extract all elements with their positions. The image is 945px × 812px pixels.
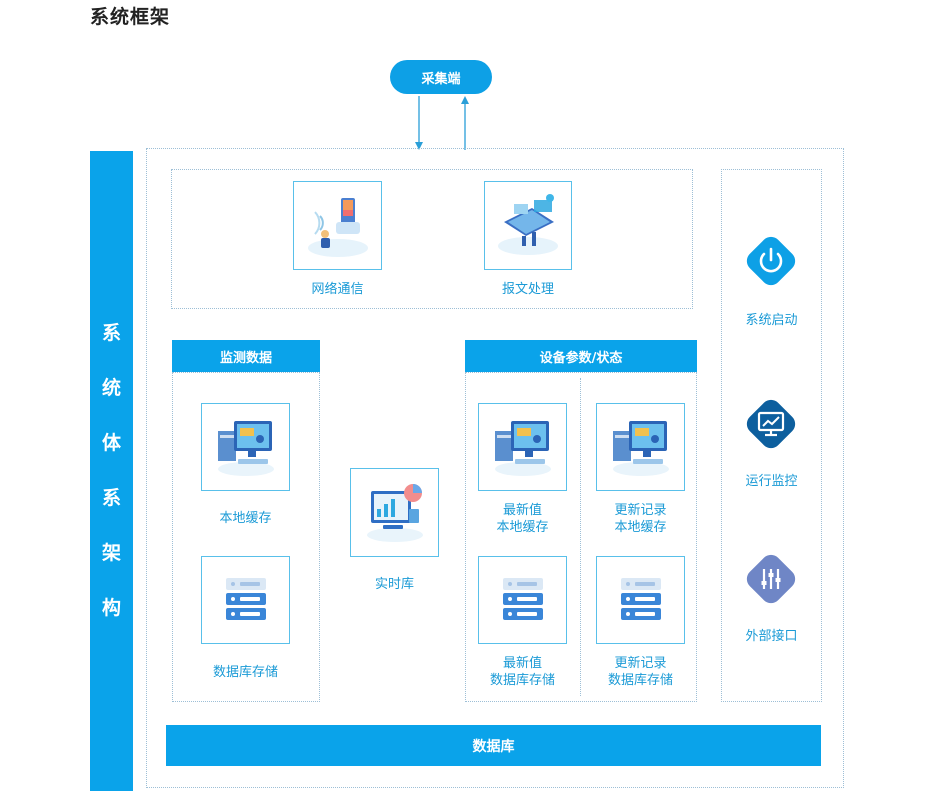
latest-db-line1: 最新值 (502, 656, 542, 671)
communication-panel (171, 169, 693, 309)
network-card[interactable] (293, 181, 382, 270)
side-char: 架 (101, 542, 121, 564)
device-divider (580, 378, 581, 696)
update-cache-card[interactable] (596, 403, 685, 491)
update-db-line1: 更新记录 (614, 656, 667, 671)
server-icon (225, 578, 266, 620)
computer-icon (612, 421, 669, 476)
message-label: 报文处理 (501, 282, 554, 297)
side-char: 构 (101, 597, 121, 619)
update-db-card[interactable] (596, 556, 685, 644)
message-processing-icon (498, 193, 558, 255)
operations-panel (721, 169, 822, 702)
monitoring-label: 运行监控 (745, 474, 798, 489)
update-cache-line1: 更新记录 (614, 503, 667, 518)
database-bar[interactable]: 数据库 (166, 725, 821, 766)
startup-label: 系统启动 (745, 313, 798, 328)
monitor-db-storage-card[interactable] (201, 556, 290, 644)
latest-cache-line2: 本地缓存 (496, 520, 549, 535)
monitor-data-header: 监测数据 (172, 340, 320, 372)
system-architecture-label: 系 统 体 系 架 构 (90, 151, 133, 791)
monitor-db-storage-label: 数据库存储 (212, 665, 278, 680)
device-status-panel (465, 372, 697, 702)
side-char: 统 (101, 377, 121, 399)
network-label: 网络通信 (311, 282, 364, 297)
message-card[interactable] (484, 181, 572, 270)
computer-icon (494, 421, 551, 476)
side-char: 体 (101, 432, 121, 454)
monitor-data-panel (172, 372, 320, 702)
monitor-local-cache-label: 本地缓存 (219, 511, 272, 526)
latest-cache-line1: 最新值 (502, 503, 542, 518)
monitor-local-cache-card[interactable] (201, 403, 290, 491)
latest-db-label: 最新值 数据库存储 (473, 655, 572, 689)
update-db-line2: 数据库存储 (607, 673, 673, 688)
sliders-icon[interactable] (737, 545, 805, 613)
latest-db-line2: 数据库存储 (489, 673, 555, 688)
side-char: 系 (101, 322, 121, 344)
page-title: 系统框架 (90, 6, 171, 28)
latest-cache-card[interactable] (478, 403, 567, 491)
realtime-db-card[interactable] (350, 468, 439, 557)
monitor-chart-icon[interactable] (737, 390, 805, 458)
power-icon[interactable] (737, 227, 805, 295)
external-label: 外部接口 (745, 629, 798, 644)
update-cache-line2: 本地缓存 (614, 520, 667, 535)
side-char: 系 (101, 487, 121, 509)
server-icon (502, 578, 543, 620)
latest-cache-label: 最新值 本地缓存 (473, 502, 572, 536)
realtime-db-label: 实时库 (374, 577, 414, 592)
system-frame (146, 148, 844, 788)
server-icon (620, 578, 661, 620)
latest-db-card[interactable] (478, 556, 567, 644)
bidirectional-arrows (415, 96, 469, 150)
device-status-header: 设备参数/状态 (465, 340, 697, 372)
realtime-dashboard-icon (366, 483, 423, 542)
collector-node[interactable]: 采集端 (390, 60, 492, 94)
computer-icon (217, 421, 274, 476)
update-db-label: 更新记录 数据库存储 (591, 655, 690, 689)
network-communication-icon (307, 197, 368, 257)
update-cache-label: 更新记录 本地缓存 (591, 502, 690, 536)
